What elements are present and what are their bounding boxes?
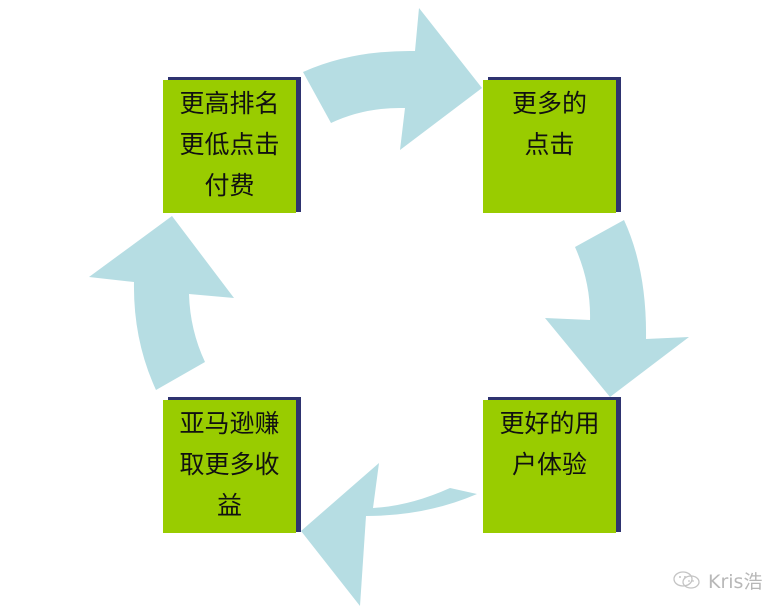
arrow-down-icon (545, 220, 689, 397)
arrow-up-icon (89, 216, 234, 390)
node-box: 更多的 点击 (483, 80, 616, 213)
node-better-user-experience: 更好的用 户体验 (483, 397, 621, 536)
node-box: 更好的用 户体验 (483, 400, 616, 533)
node-text-line: 更高排名 (179, 89, 280, 118)
node-text-line: 更多的 (511, 89, 587, 118)
node-text-line: 亚马逊赚 (179, 409, 280, 438)
node-box: 更高排名 更低点击 付费 (163, 80, 296, 213)
arrow-right-icon (303, 8, 482, 150)
node-amazon-more-revenue: 亚马逊赚 取更多收 益 (163, 397, 301, 536)
arrow-left-icon (301, 463, 477, 606)
watermark-text: Kris浩 (708, 570, 763, 593)
node-text-line: 付费 (204, 171, 255, 200)
node-higher-ranking: 更高排名 更低点击 付费 (163, 77, 301, 216)
node-text-line: 更低点击 (179, 130, 280, 159)
node-text-line: 点击 (524, 130, 575, 159)
watermark: Kris浩 (672, 568, 763, 593)
node-text-line: 更好的用 (499, 409, 600, 438)
node-more-clicks: 更多的 点击 (483, 77, 621, 216)
node-text-line: 户体验 (511, 450, 587, 479)
wechat-icon (673, 571, 700, 589)
node-text-line: 益 (216, 491, 242, 520)
node-box: 亚马逊赚 取更多收 益 (163, 400, 296, 533)
node-text-line: 取更多收 (179, 450, 280, 479)
